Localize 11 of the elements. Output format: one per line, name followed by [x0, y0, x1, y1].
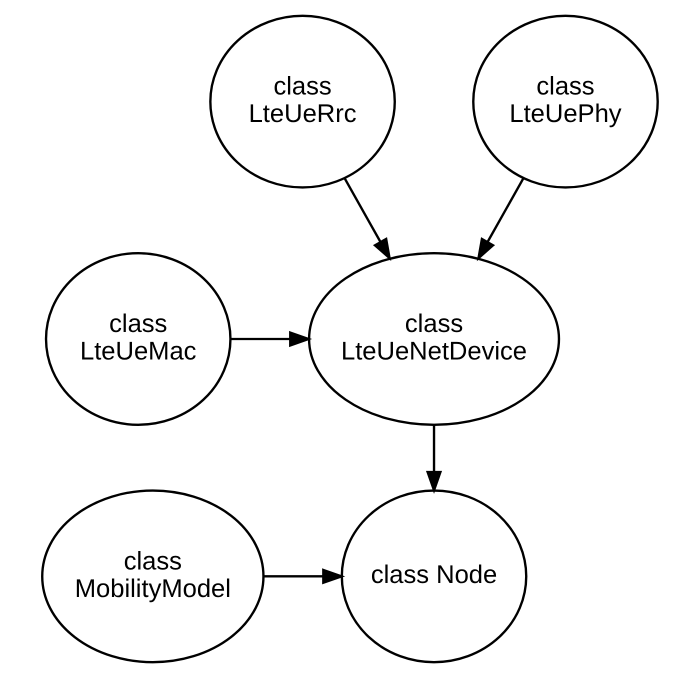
node-circle: class LteUeRrc: [208, 14, 396, 189]
arrow: [343, 178, 391, 262]
node-circle: class LteUeMac: [44, 252, 232, 426]
arrow: [476, 178, 524, 262]
node-ellipse: class LteUeNetDevice: [307, 252, 560, 426]
node-circle: class LteUePhy: [472, 14, 658, 189]
arrow: [263, 568, 345, 584]
arrow: [230, 330, 312, 348]
node-circle: class Node: [340, 489, 527, 664]
arrow: [425, 425, 442, 494]
node-ellipse: class MobilityModel: [40, 489, 264, 664]
